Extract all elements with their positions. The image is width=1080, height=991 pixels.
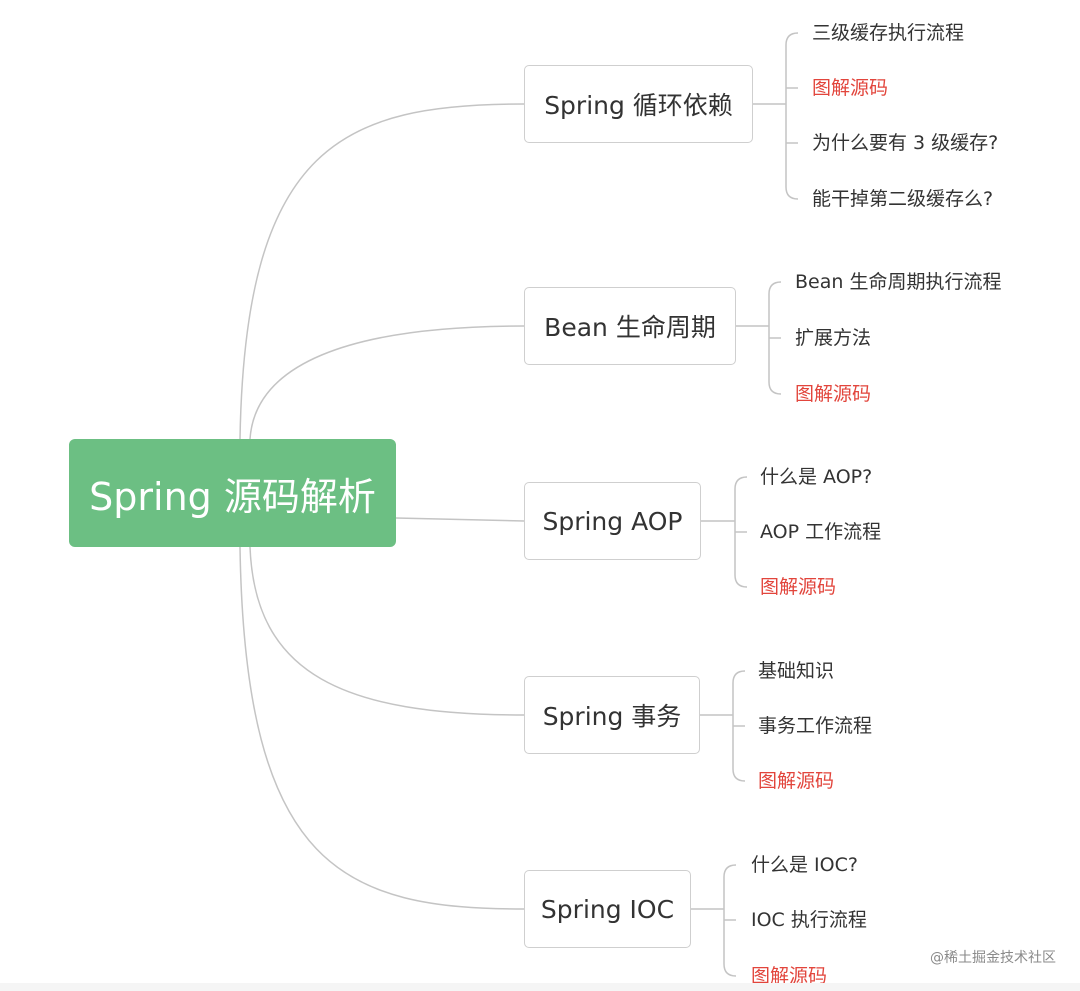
leaf-highlight-item[interactable]: 图解源码 xyxy=(760,576,837,598)
leaf-item[interactable]: IOC 执行流程 xyxy=(751,909,867,931)
leaf-highlight-item[interactable]: 图解源码 xyxy=(751,965,828,987)
leaf-highlight-item[interactable]: 图解源码 xyxy=(795,383,872,405)
leaf-item[interactable]: 能干掉第二级缓存么? xyxy=(812,188,994,210)
connector-lines xyxy=(239,32,799,977)
connector-root-to-branch-2 xyxy=(249,325,525,440)
bottom-strip xyxy=(0,983,1080,991)
connector-root-to-branch-3 xyxy=(395,517,525,522)
leaf-item[interactable]: 三级缓存执行流程 xyxy=(812,22,965,44)
connector-root-to-branch-1 xyxy=(239,103,525,440)
root-node[interactable]: Spring 源码解析 xyxy=(69,439,396,547)
branch-node-2[interactable]: Bean 生命周期 xyxy=(524,287,736,365)
branch-node-4[interactable]: Spring 事务 xyxy=(524,676,700,754)
branch-node-1[interactable]: Spring 循环依赖 xyxy=(524,65,753,143)
connector-root-to-branch-5 xyxy=(239,546,525,910)
leaf-highlight-item[interactable]: 图解源码 xyxy=(758,770,835,792)
leaf-item[interactable]: 扩展方法 xyxy=(795,327,872,349)
leaf-item[interactable]: Bean 生命周期执行流程 xyxy=(795,271,1002,293)
connector-root-to-branch-4 xyxy=(249,546,525,716)
connector-branch-1-spine xyxy=(785,32,799,200)
leaf-item[interactable]: 为什么要有 3 级缓存? xyxy=(812,132,999,154)
leaf-item[interactable]: 基础知识 xyxy=(758,660,835,682)
branch-node-5[interactable]: Spring IOC xyxy=(524,870,691,948)
leaf-item[interactable]: 什么是 AOP? xyxy=(760,466,873,488)
leaf-item[interactable]: 事务工作流程 xyxy=(758,715,873,737)
leaf-highlight-item[interactable]: 图解源码 xyxy=(812,77,889,99)
watermark: @稀土掘金技术社区 xyxy=(930,950,1056,966)
leaf-item[interactable]: 什么是 IOC? xyxy=(751,854,858,876)
leaf-item[interactable]: AOP 工作流程 xyxy=(760,521,882,543)
branch-node-3[interactable]: Spring AOP xyxy=(524,482,701,560)
